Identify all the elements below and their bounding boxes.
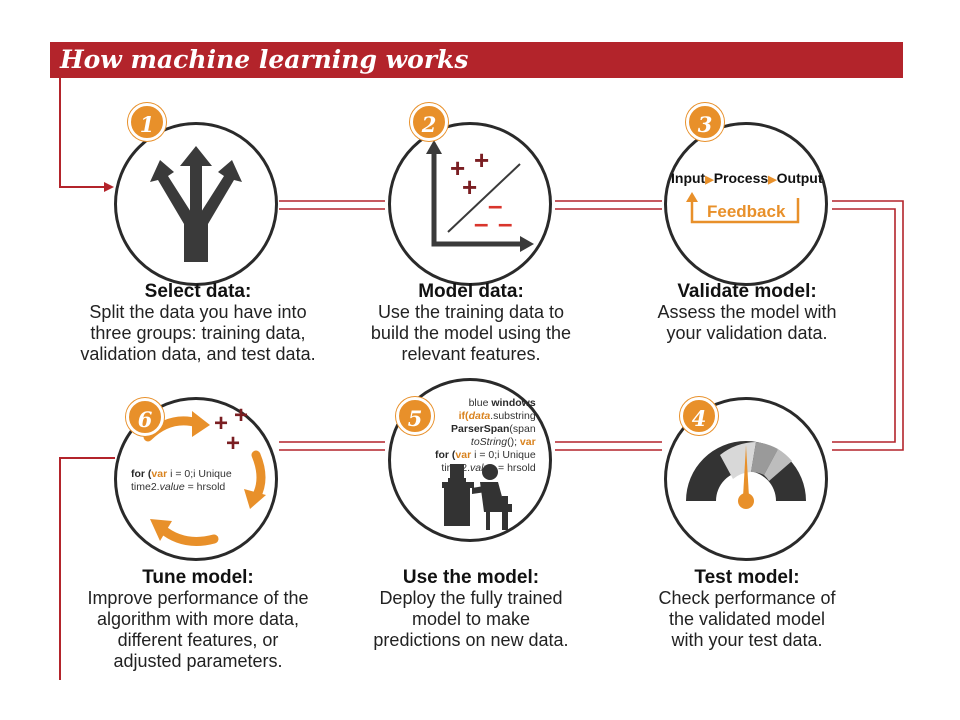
code-line: toString(); var <box>470 436 536 448</box>
arrow-right-icon: ▶ <box>705 174 714 186</box>
step-4-desc-line: Check performance of <box>658 588 836 608</box>
split-arrows-icon <box>150 146 242 262</box>
feedback-label: Feedback <box>707 202 786 221</box>
plot-plus: + <box>226 430 240 457</box>
feedback-loop-icon <box>686 192 800 224</box>
code-line: for (var i = 0;i Unique <box>131 468 232 480</box>
gauge-icon <box>686 441 806 509</box>
header-banner: How machine learning works <box>50 42 903 78</box>
step-4-desc-line: the validated model <box>668 609 826 629</box>
step-3-circle: Input▶Process▶Output Feedback <box>664 122 828 286</box>
plot-plus: + <box>462 172 477 202</box>
input-process-output-label: Input▶Process▶Output <box>671 170 823 186</box>
code-line: for (var i = 0;i Unique <box>435 449 536 461</box>
step-5-desc-line: predictions on new data. <box>373 630 569 650</box>
page-title: How machine learning works <box>60 45 469 74</box>
step-4-desc-line: with your test data. <box>671 630 823 650</box>
step-6-circle: + + + for (var i = 0;i Unique time2.valu… <box>114 397 278 561</box>
code-line: ParserSpan(span <box>451 423 536 435</box>
step-5-badge: 5 <box>396 397 434 435</box>
step-2-badge: 2 <box>410 103 448 141</box>
step-5-desc: Deploy the fully trained model to make p… <box>331 588 611 651</box>
step-5-desc-line: model to make <box>411 609 531 629</box>
step-1-desc-line: validation data, and test data. <box>80 344 316 364</box>
step-1-circle <box>114 122 278 286</box>
input-label: Input <box>671 170 706 186</box>
arrow-right-icon: ▶ <box>768 174 777 186</box>
step-4-title: Test model: <box>694 567 800 588</box>
step-5-desc-line: Deploy the fully trained <box>379 588 563 608</box>
step-2-desc-line: build the model using the <box>370 323 572 343</box>
step-6-desc-line: adjusted parameters. <box>113 651 283 671</box>
plot-plus: + <box>234 402 248 429</box>
step-2-desc-line: Use the training data to <box>377 302 565 322</box>
step-2-title: Model data: <box>418 281 524 302</box>
code-line: blue windows <box>468 397 536 409</box>
step-6-badge: 6 <box>126 398 164 436</box>
step-6-desc-line: Improve performance of the <box>87 588 309 608</box>
plot-minus: – <box>498 208 512 238</box>
step-2-circle: + + + – – – <box>388 122 552 286</box>
cycle-arrows-icon: + + + <box>143 402 266 546</box>
output-label: Output <box>776 170 823 186</box>
connector-end <box>59 457 115 680</box>
step-6-desc-line: different features, or <box>117 630 279 650</box>
plot-minus: – <box>488 190 502 220</box>
step-3-desc-line: your validation data. <box>666 323 828 343</box>
step-6-title: Tune model: <box>142 567 254 588</box>
step-5-title: Use the model: <box>402 567 540 588</box>
process-label: Process <box>713 170 769 186</box>
step-4-desc: Check performance of the validated model… <box>607 588 887 651</box>
step-3-badge: 3 <box>686 103 724 141</box>
code-line: if(data.substring <box>458 410 536 422</box>
step-1-desc: Split the data you have into three group… <box>58 302 338 365</box>
step-2-desc: Use the training data to build the model… <box>331 302 611 365</box>
step-3-title: Validate model: <box>677 281 817 302</box>
step-3-desc-line: Assess the model with <box>657 302 837 322</box>
step-1-badge: 1 <box>128 103 166 141</box>
scatter-plot-icon: + + + – – – <box>426 140 534 252</box>
plot-plus: + <box>450 153 465 183</box>
plot-plus: + <box>214 410 228 437</box>
step-2-desc-line: relevant features. <box>401 344 541 364</box>
step-1-title: Select data: <box>144 281 252 302</box>
plot-plus: + <box>474 145 489 175</box>
step-1-desc-line: Split the data you have into <box>89 302 307 322</box>
step-3-desc: Assess the model with your validation da… <box>607 302 887 344</box>
plot-minus: – <box>474 208 488 238</box>
code-snippet-6: for (var i = 0;i Unique time2.value = hr… <box>131 468 232 494</box>
step-6-desc: Improve performance of the algorithm wit… <box>58 588 338 672</box>
step-1-desc-line: three groups: training data, <box>90 323 306 343</box>
person-at-computer-icon <box>442 464 512 530</box>
connector-start <box>59 78 106 188</box>
connector-3-4 <box>832 200 904 451</box>
connector-arrowhead <box>104 182 114 192</box>
code-line: time2.value = hrsold <box>131 481 226 493</box>
connector-3-4-b <box>832 208 896 443</box>
step-4-badge: 4 <box>680 397 718 435</box>
step-6-desc-line: algorithm with more data, <box>96 609 300 629</box>
